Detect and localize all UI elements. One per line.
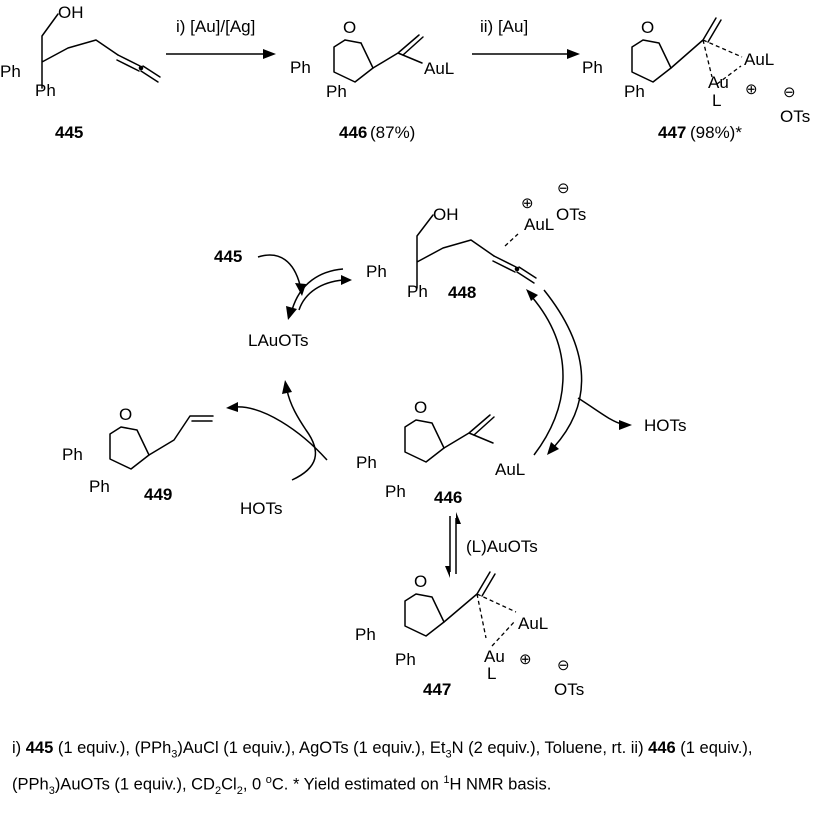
compound-number-448: 448	[448, 283, 476, 302]
structure-446-cycle: O Ph Ph AuL 446	[356, 398, 525, 507]
phenyl-label: Ph	[62, 445, 83, 464]
hots-consumed-label: HOTs	[240, 499, 283, 518]
equilibrium-reagent-label: (L)AuOTs	[466, 537, 538, 556]
hydroxyl-label: OH	[433, 205, 459, 224]
positive-charge: ⊕	[521, 195, 534, 212]
gold-label: Au	[484, 647, 505, 666]
compound-number-445: 445	[214, 247, 242, 266]
ligand-label: L	[712, 91, 721, 110]
negative-charge: ⊖	[783, 84, 796, 101]
step-1-label: i) [Au]/[Ag]	[176, 17, 255, 36]
structure-447-top: O Ph Ph AuL Au L ⊕ ⊖ OTs 447 (98%)*	[582, 17, 810, 142]
phenyl-label: Ph	[89, 477, 110, 496]
cycle-left-protodeauration: HOTs	[226, 380, 328, 518]
gold-ligand-label: AuL	[524, 215, 554, 234]
negative-charge: ⊖	[557, 180, 570, 197]
oxygen-label: O	[414, 572, 427, 591]
oxygen-label: O	[641, 18, 654, 37]
tosylate-label: OTs	[554, 680, 584, 699]
phenyl-label: Ph	[0, 62, 21, 81]
phenyl-label: Ph	[35, 81, 56, 100]
hots-released-label: HOTs	[644, 416, 687, 435]
negative-charge: ⊖	[557, 657, 570, 674]
tosylate-label: OTs	[780, 107, 810, 126]
vertical-equilibrium: (L)AuOTs	[445, 512, 538, 578]
compound-number-447: 447	[658, 123, 686, 142]
yield-446: (87%)	[370, 123, 415, 142]
phenyl-label: Ph	[290, 58, 311, 77]
gold-label: Au	[708, 73, 729, 92]
compound-number-445: 445	[55, 123, 83, 142]
structure-445: OH Ph Ph 445	[0, 3, 161, 142]
compound-number-446: 446	[434, 488, 462, 507]
oxygen-label: O	[343, 18, 356, 37]
phenyl-label: Ph	[355, 625, 376, 644]
positive-charge: ⊕	[745, 81, 758, 98]
ligand-label: L	[487, 664, 496, 683]
cycle-entry-445: 445 LAuOTs	[214, 247, 352, 350]
lauots-label: LAuOTs	[248, 331, 308, 350]
compound-number-447: 447	[423, 680, 451, 699]
reaction-arrow-step-2: ii) [Au]	[472, 17, 580, 59]
structure-448: OH Ph Ph AuL ⊕ ⊖ OTs 448	[366, 180, 586, 302]
positive-charge: ⊕	[519, 651, 532, 668]
hydroxyl-label: OH	[58, 3, 84, 22]
structure-446: O Ph Ph AuL 446 (87%)	[290, 18, 454, 142]
phenyl-label: Ph	[326, 82, 347, 101]
phenyl-label: Ph	[356, 453, 377, 472]
reaction-conditions-footnote: i) 445 (1 equiv.), (PPh3)AuCl (1 equiv.)…	[12, 739, 753, 798]
oxygen-label: O	[414, 398, 427, 417]
oxygen-label: O	[119, 405, 132, 424]
phenyl-label: Ph	[385, 482, 406, 501]
structure-449: O Ph Ph 449	[62, 405, 214, 504]
structure-447-bottom: O Ph Ph AuL Au L ⊕ ⊖ OTs 447	[355, 571, 584, 699]
gold-ligand-label: AuL	[518, 614, 548, 633]
compound-number-449: 449	[144, 485, 172, 504]
phenyl-label: Ph	[366, 262, 387, 281]
compound-number-446: 446	[339, 123, 367, 142]
phenyl-label: Ph	[395, 650, 416, 669]
gold-ligand-label: AuL	[424, 59, 454, 78]
tosylate-label: OTs	[556, 205, 586, 224]
phenyl-label: Ph	[624, 82, 645, 101]
cycle-right-equilibrium: HOTs	[526, 289, 687, 456]
gold-ligand-label: AuL	[495, 460, 525, 479]
phenyl-label: Ph	[582, 58, 603, 77]
reaction-arrow-step-1: i) [Au]/[Ag]	[166, 17, 276, 59]
phenyl-label: Ph	[407, 282, 428, 301]
gold-ligand-label: AuL	[744, 50, 774, 69]
step-2-label: ii) [Au]	[480, 17, 528, 36]
yield-447: (98%)*	[690, 123, 742, 142]
